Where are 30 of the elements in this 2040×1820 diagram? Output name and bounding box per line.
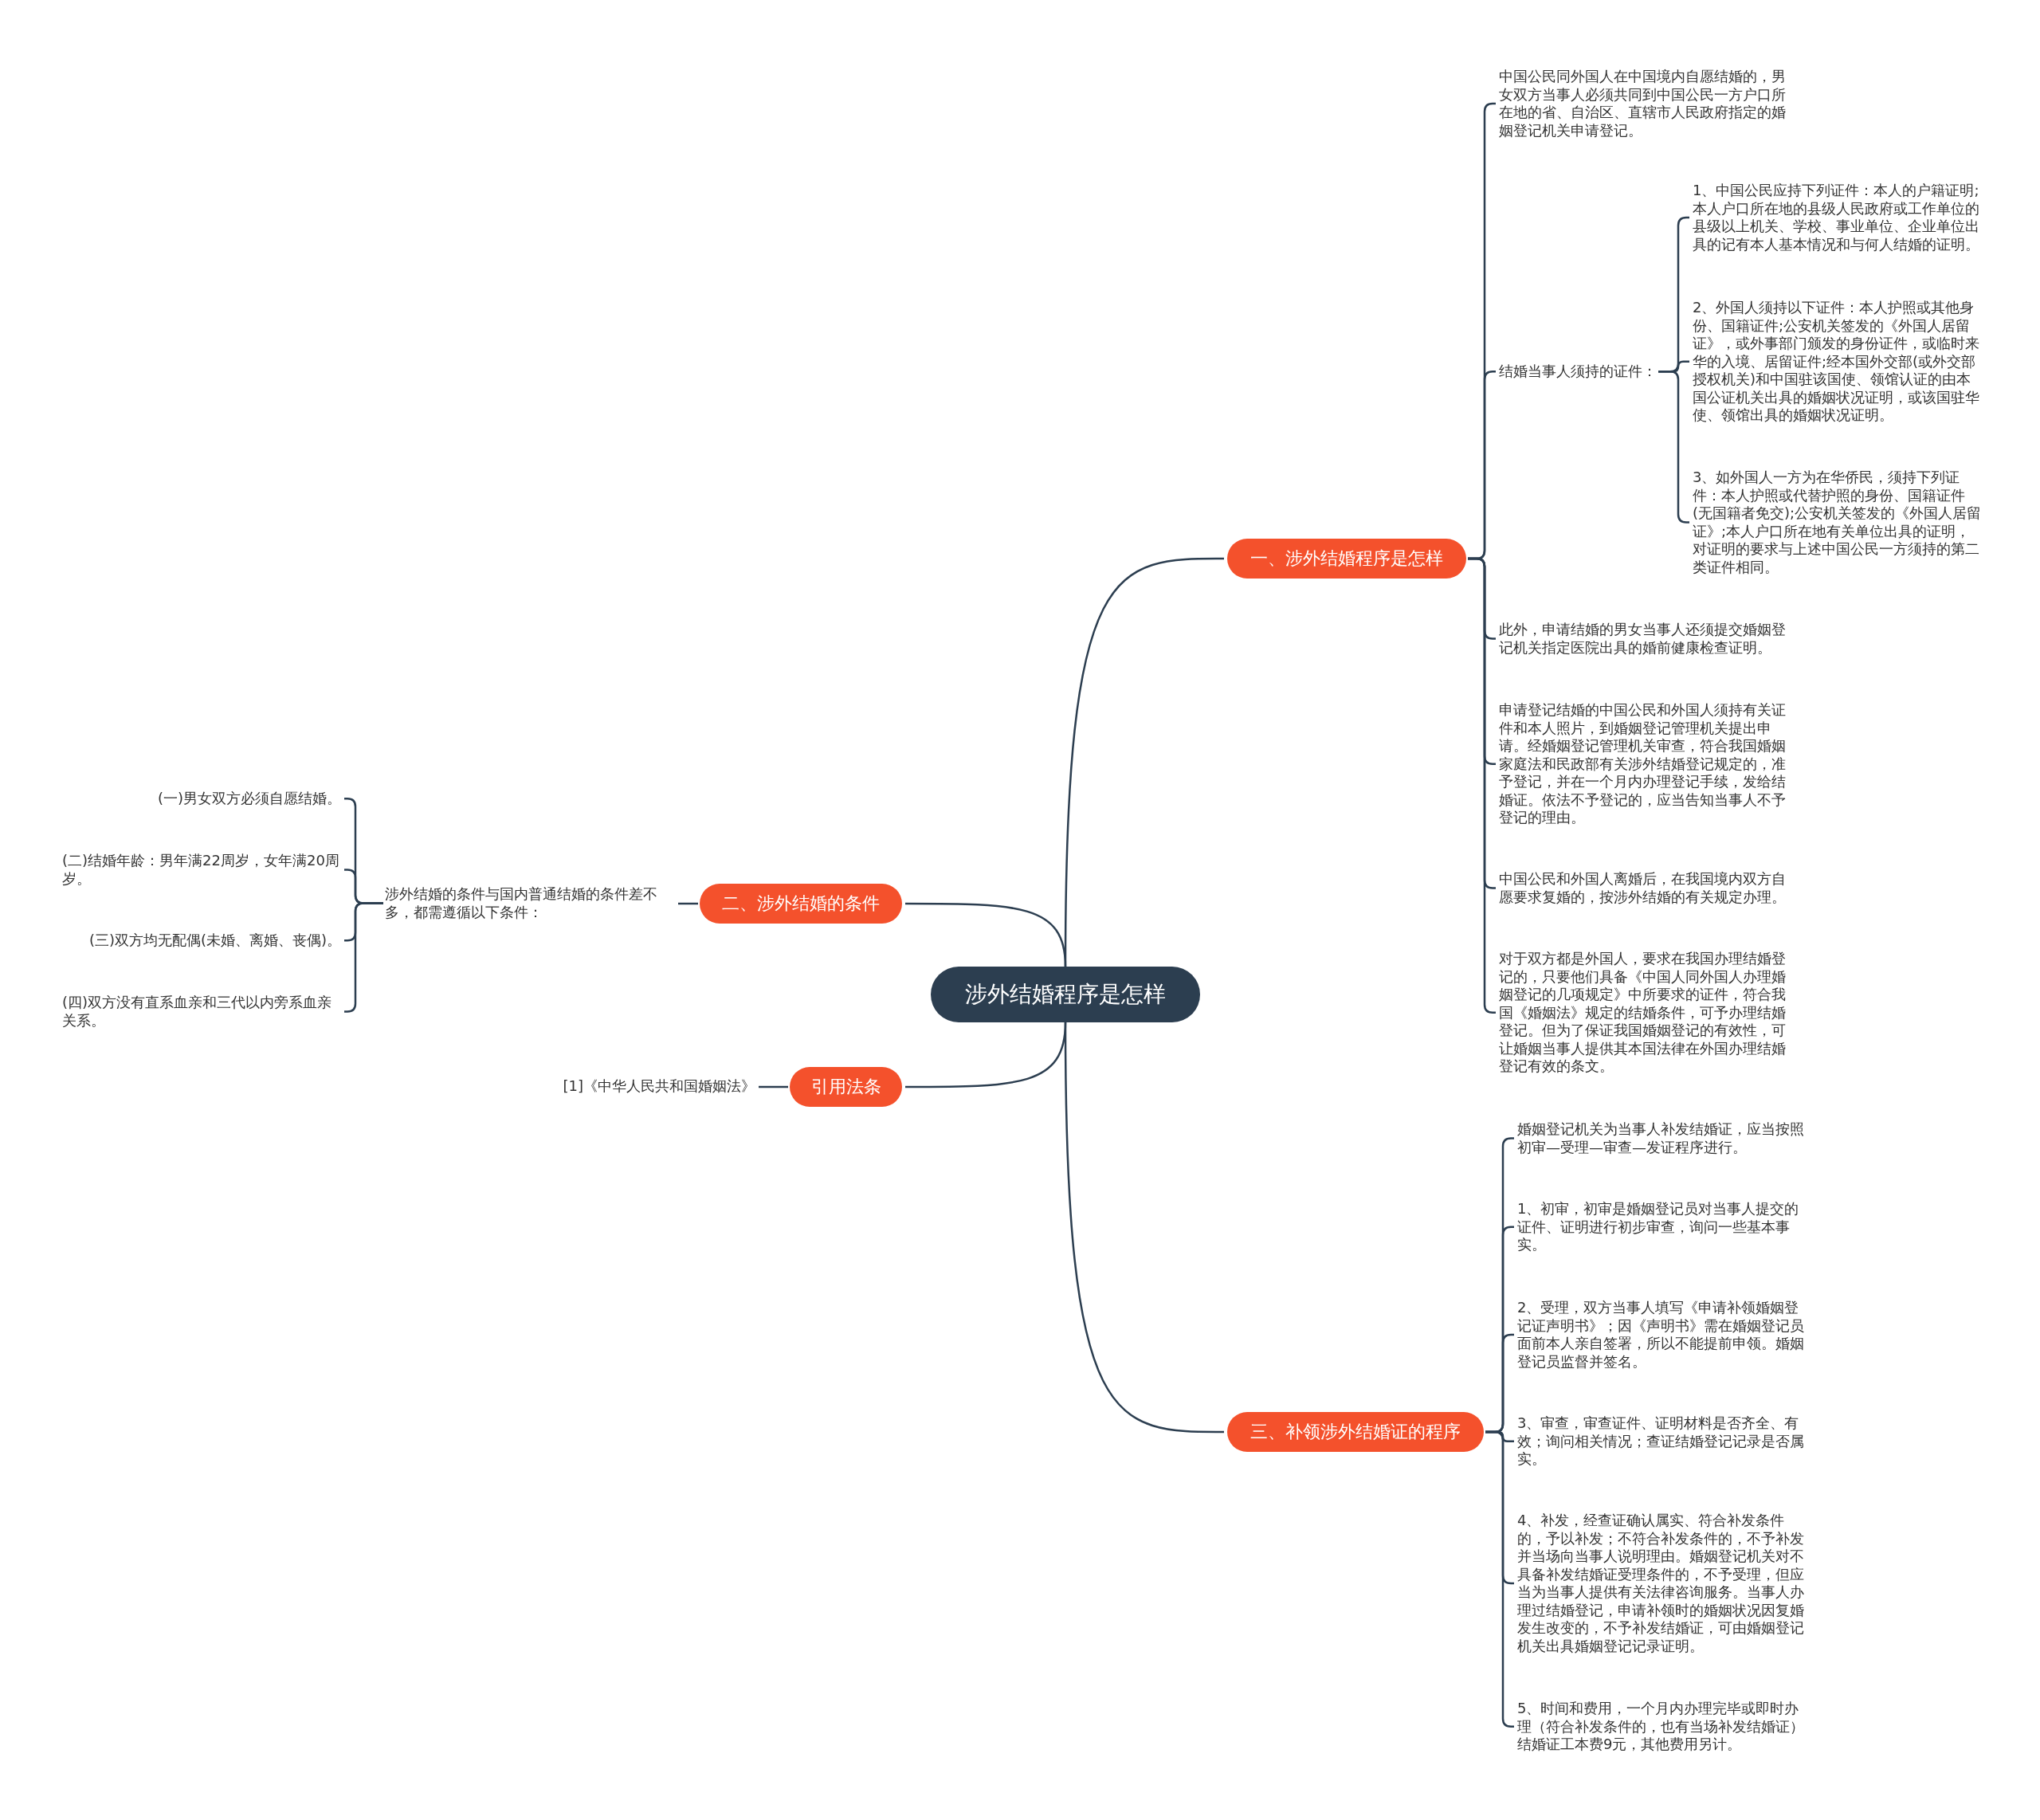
topic-text: 涉外结婚的条件与国内普通结婚的条件差不多，都需遵循以下条件： <box>385 885 675 921</box>
topic-text: (一)男女双方必须自愿结婚。 <box>157 790 341 808</box>
topic-text: [1]《中华人民共和国婚姻法》 <box>563 1077 755 1096</box>
topic-text: 2、外国人须持以下证件：本人护照或其他身份、国籍证件;公安机关签发的《外国人居留证》，或外事部门颁发的身份证件，或临时来华的入境、居留证件;经本国外交部(或外交部授权机关)和中国驻该国使、领馆认证的由本国公证机关出具的婚姻状况证明，或该国驻华使、领馆出具的婚姻状况证明。 <box>1693 299 1983 425</box>
branch-topic: 引用法条 <box>790 1067 902 1107</box>
topic-text: 4、补发，经查证确认属实、符合补发条件的，予以补发；不符合补发条件的，不予补发并当场向当事人说明理由。婚姻登记机关对不具备补发结婚证受理条件的，不予受理，但应当为当事人提供有关法律咨询服务。当事人办理过结婚登记，申请补领时的婚姻状况因复婚发生改变的，不予补发结婚证，可由婚姻登记机关出具婚姻登记记录证明。 <box>1517 1512 1807 1655</box>
topic-text: 3、如外国人一方为在华侨民，须持下列证件：本人护照或代替护照的身份、国籍证件(无国籍者免交);公安机关签发的《外国人居留证》;本人户口所在地有关单位出具的证明，对证明的要求与上述中国公民一方须持的第二类证件相同。 <box>1693 469 1983 576</box>
topic-text: 婚姻登记机关为当事人补发结婚证，应当按照初审—受理—审查—发证程序进行。 <box>1517 1120 1807 1156</box>
branch-topic: 一、涉外结婚程序是怎样 <box>1227 539 1466 579</box>
topic-text: 3、审查，审查证件、证明材料是否齐全、有效；询问相关情况；查证结婚登记记录是否属实。 <box>1517 1414 1807 1469</box>
topic-text: (三)双方均无配偶(未婚、离婚、丧偶)。 <box>88 932 341 950</box>
topic-text: 此外，申请结婚的男女当事人还须提交婚姻登记机关指定医院出具的婚前健康检查证明。 <box>1499 621 1789 657</box>
topic-text: 1、中国公民应持下列证件：本人的户籍证明;本人户口所在地的县级人民政府或工作单位的县级以上机关、学校、事业单位、企业单位出具的记有本人基本情况和与何人结婚的证明。 <box>1693 182 1983 253</box>
topic-text: 2、受理，双方当事人填写《申请补领婚姻登记证声明书》；因《声明书》需在婚姻登记员面前本人亲自签署，所以不能提前申领。婚姻登记员监督并签名。 <box>1517 1299 1807 1371</box>
topic-text: 5、时间和费用，一个月内办理完毕或即时办理（符合补发条件的，也有当场补发结婚证）结婚证工本费9元，其他费用另计。 <box>1517 1700 1807 1754</box>
topic-text: (二)结婚年龄：男年满22周岁，女年满20周岁。 <box>62 852 341 888</box>
topic-text: 1、初审，初审是婚姻登记员对当事人提交的证件、证明进行初步审查，询问一些基本事实。 <box>1517 1200 1807 1254</box>
connector-line <box>678 902 698 905</box>
topic-text: 中国公民和外国人离婚后，在我国境内双方自愿要求复婚的，按涉外结婚的有关规定办理。 <box>1499 870 1789 906</box>
connector-line <box>905 902 1067 967</box>
branch-topic: 三、补领涉外结婚证的程序 <box>1227 1412 1484 1452</box>
topic-text: 申请登记结婚的中国公民和外国人须持有关证件和本人照片，到婚姻登记管理机关提出申请。经婚姻登记管理机关审查，符合我国婚姻家庭法和民政部有关涉外结婚登记规定的，准予登记，并在一个月内办理登记手续，发给结婚证。依法不予登记的，应当告知当事人不予登记的理由。 <box>1499 701 1789 827</box>
topic-text: 对于双方都是外国人，要求在我国办理结婚登记的，只要他们具备《中国人同外国人办理婚姻登记的几项规定》中所要求的证件，符合我国《婚姻法》规定的结婚条件，可予办理结婚登记。但为了保证我国婚姻登记的有效性，可让婚姻当事人提供其本国法律在外国办理结婚登记有效的条文。 <box>1499 950 1789 1076</box>
topic-text: (四)双方没有直系血亲和三代以内旁系血亲关系。 <box>62 994 341 1030</box>
branch-topic: 二、涉外结婚的条件 <box>700 884 902 924</box>
topic-text: 结婚当事人须持的证件： <box>1499 363 1657 381</box>
connector-line <box>1064 1022 1224 1434</box>
topic-text: 中国公民同外国人在中国境内自愿结婚的，男女双方当事人必须共同到中国公民一方户口所在地的省、自治区、直辖市人民政府指定的婚姻登记机关申请登记。 <box>1499 68 1789 139</box>
central-topic: 涉外结婚程序是怎样 <box>931 967 1200 1022</box>
connector-line <box>759 1085 788 1088</box>
